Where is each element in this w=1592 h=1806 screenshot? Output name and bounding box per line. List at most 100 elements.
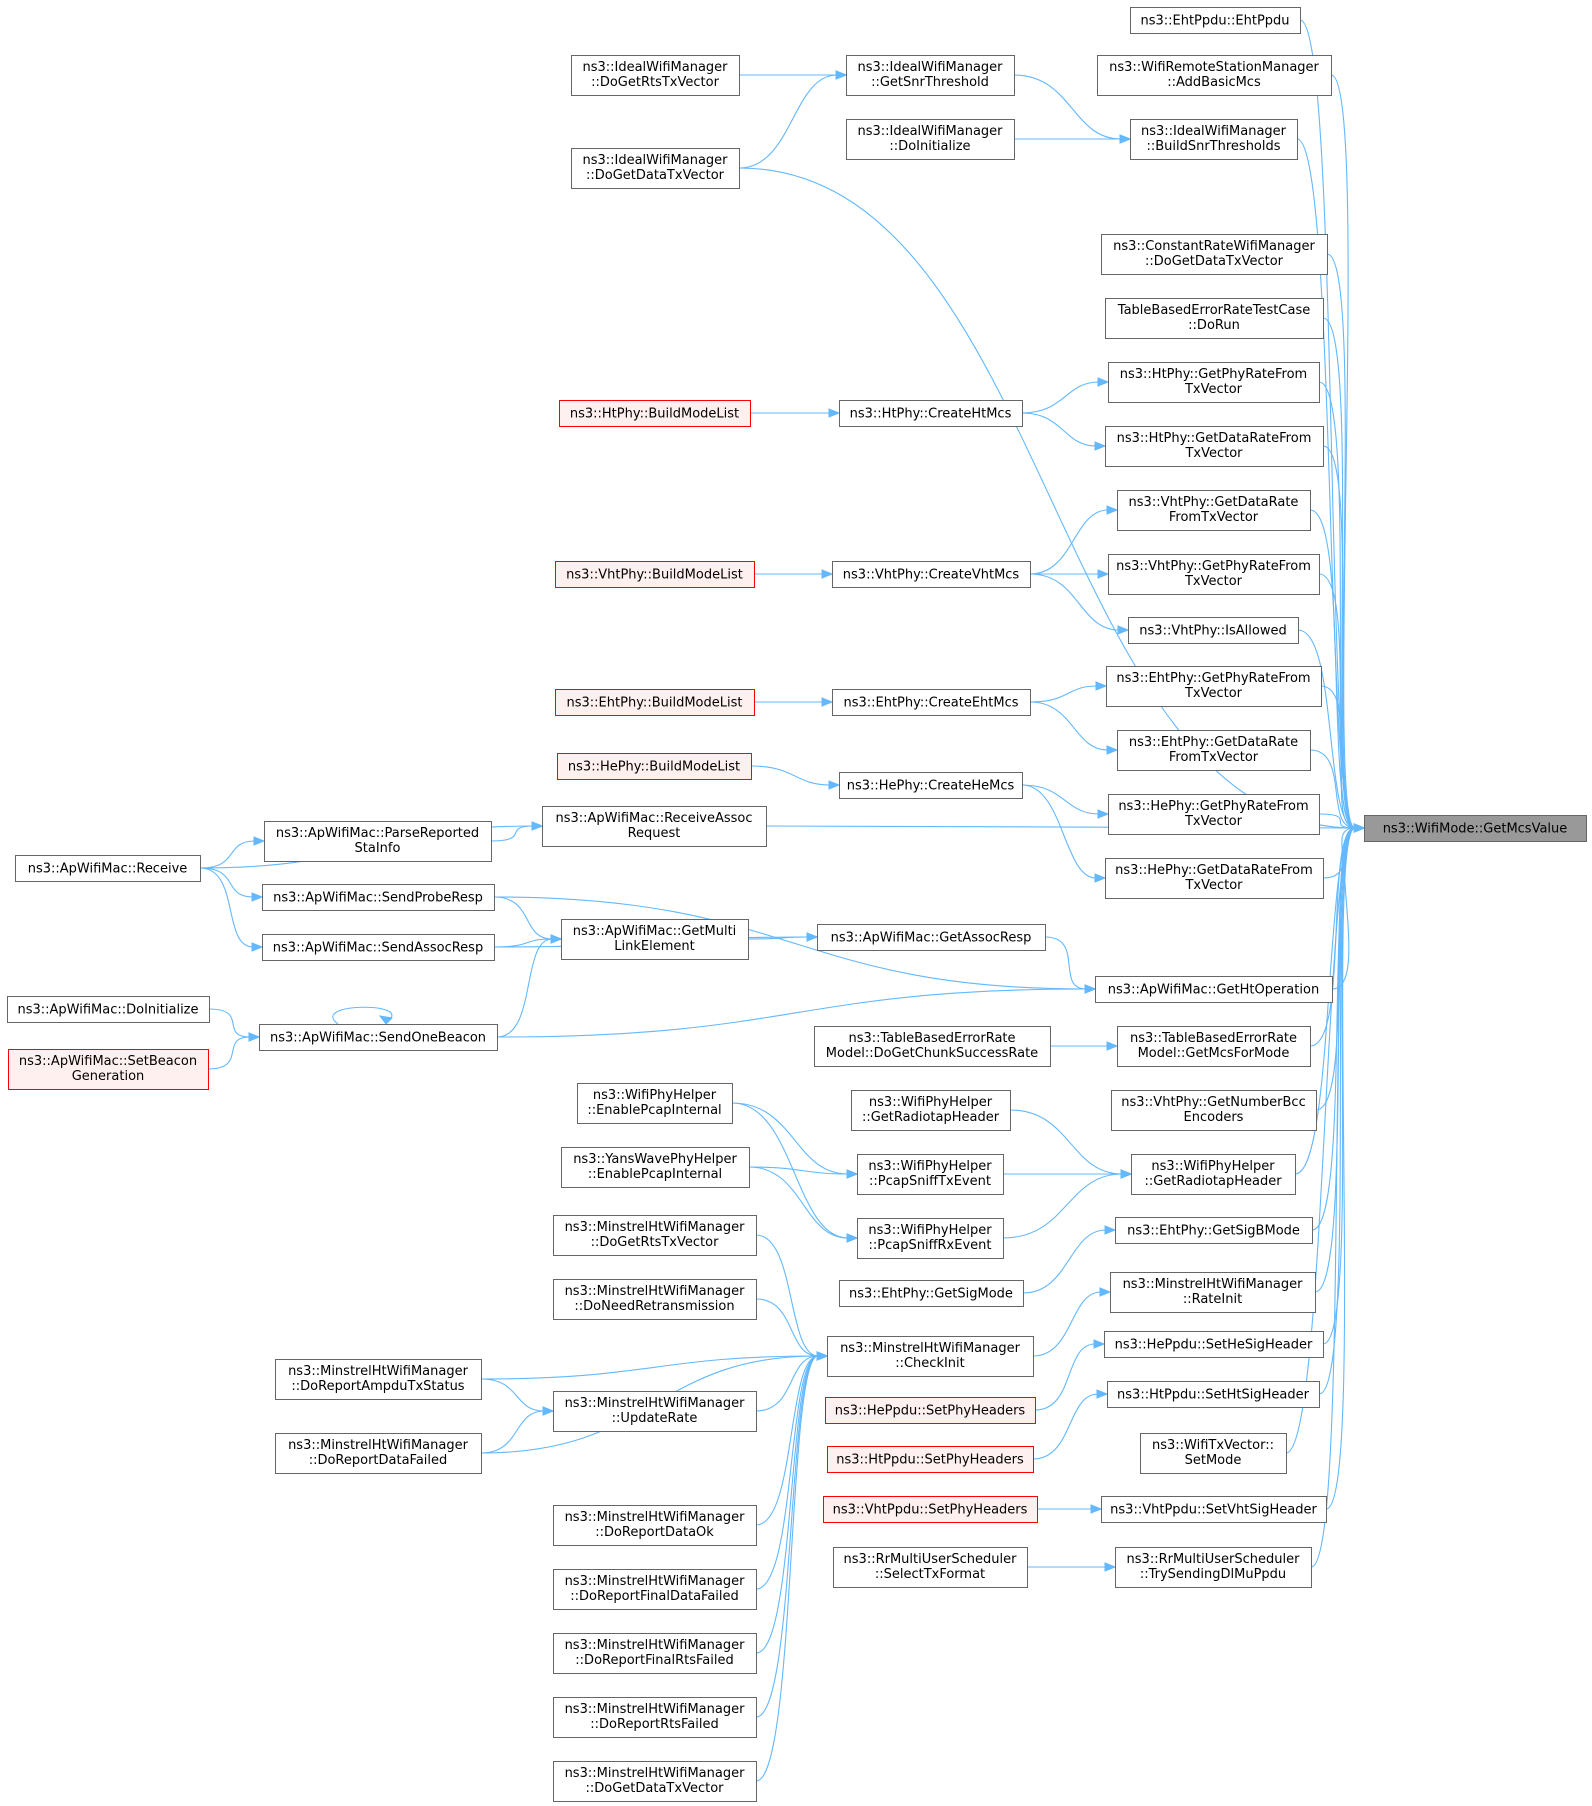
graph-node-m-datavec[interactable]: ns3::MinstrelHtWifiManager::DoGetDataTxV… (553, 1761, 757, 1802)
graph-node-htsig[interactable]: ns3::HtPpdu::SetHtSigHeader (1107, 1381, 1320, 1408)
node-box (1106, 666, 1322, 707)
graph-node-ehtsig[interactable]: ns3::EhtPhy::GetSigMode (839, 1280, 1024, 1307)
graph-node-ehtcreate[interactable]: ns3::EhtPhy::CreateEhtMcs (832, 689, 1031, 716)
node-label: ns3::WifiPhyHelper (869, 1095, 993, 1110)
node-box (553, 1569, 757, 1610)
node-label: ns3::HePpdu::SetHeSigHeader (1115, 1338, 1313, 1353)
call-edge (739, 70, 848, 80)
node-label: ns3::MinstrelHtWifiManager (1123, 1277, 1304, 1292)
call-edge (1022, 1225, 1117, 1294)
node-box (1130, 7, 1301, 34)
graph-node-m-update[interactable]: ns3::MinstrelHtWifiManager::UpdateRate (553, 1391, 757, 1432)
graph-node-idodatavec[interactable]: ns3::IdealWifiManager::DoGetDataTxVector (571, 148, 740, 189)
node-box (1131, 1154, 1296, 1195)
graph-node-gethtop[interactable]: ns3::ApWifiMac::GetHtOperation (1095, 976, 1333, 1003)
graph-node-m-finalrts[interactable]: ns3::MinstrelHtWifiManager::DoReportFina… (553, 1633, 757, 1674)
call-edge (1330, 74, 1366, 833)
graph-node-htcreate[interactable]: ns3::HtPhy::CreateHtMcs (839, 400, 1023, 427)
graph-node-tbtest[interactable]: TableBasedErrorRateTestCase::DoRun (1105, 298, 1324, 339)
graph-node-constrate[interactable]: ns3::ConstantRateWifiManager::DoGetDataT… (1101, 234, 1328, 275)
graph-node-checkinit[interactable]: ns3::MinstrelHtWifiManager::CheckInit (827, 1336, 1034, 1377)
graph-node-apdoinit[interactable]: ns3::ApWifiMac::DoInitialize (7, 996, 210, 1023)
graph-node-idortsvec[interactable]: ns3::IdealWifiManager::DoGetRtsTxVector (571, 55, 740, 96)
node-box (1108, 362, 1320, 403)
graph-node-m-ampdu[interactable]: ns3::MinstrelHtWifiManager::DoReportAmpd… (275, 1359, 482, 1400)
node-box (1110, 1272, 1316, 1313)
graph-node-hebuild[interactable]: ns3::HePhy::BuildModeList (557, 753, 752, 780)
graph-node-vhtcreate[interactable]: ns3::VhtPhy::CreateVhtMcs (832, 561, 1031, 588)
graph-node-root[interactable]: ns3::WifiMode::GetMcsValue (1364, 815, 1587, 842)
graph-node-idoinit[interactable]: ns3::IdealWifiManager::DoInitialize (846, 119, 1015, 160)
graph-node-rateinit[interactable]: ns3::MinstrelHtWifiManager::RateInit (1110, 1272, 1316, 1313)
graph-node-hephyhdr[interactable]: ns3::HePpdu::SetPhyHeaders (825, 1397, 1036, 1424)
graph-node-m-rtsfail[interactable]: ns3::MinstrelHtWifiManager::DoReportRtsF… (553, 1697, 757, 1738)
graph-node-vhtphyhdr[interactable]: ns3::VhtPpdu::SetPhyHeaders (823, 1496, 1038, 1523)
graph-node-enpcap[interactable]: ns3::WifiPhyHelper::EnablePcapInternal (577, 1083, 733, 1124)
node-label: ::DoGetDataTxVector (586, 1781, 725, 1796)
graph-node-m-dataok[interactable]: ns3::MinstrelHtWifiManager::DoReportData… (553, 1505, 757, 1546)
graph-node-htbuild[interactable]: ns3::HtPhy::BuildModeList (559, 400, 751, 427)
graph-node-sendassoc[interactable]: ns3::ApWifiMac::SendAssocResp (262, 934, 495, 961)
graph-node-sendprobe[interactable]: ns3::ApWifiMac::SendProbeResp (262, 884, 495, 911)
graph-node-m-finaldata[interactable]: ns3::MinstrelHtWifiManager::DoReportFina… (553, 1569, 757, 1610)
graph-node-radiotap-l[interactable]: ns3::WifiPhyHelper::GetRadiotapHeader (851, 1090, 1011, 1131)
graph-node-sendbeacon[interactable]: ns3::ApWifiMac::SendOneBeacon (259, 1024, 498, 1051)
graph-node-m-rts[interactable]: ns3::MinstrelHtWifiManager::DoGetRtsTxVe… (553, 1215, 757, 1256)
call-edge (749, 408, 841, 418)
graph-node-ehtsigb[interactable]: ns3::EhtPhy::GetSigBMode (1115, 1217, 1313, 1244)
graph-node-radiotap-r[interactable]: ns3::WifiPhyHelper::GetRadiotapHeader (1131, 1154, 1296, 1195)
graph-node-hecreate[interactable]: ns3::HePhy::CreateHeMcs (839, 772, 1023, 799)
node-box (1104, 1331, 1324, 1358)
node-box (833, 1547, 1028, 1588)
graph-node-hesig[interactable]: ns3::HePpdu::SetHeSigHeader (1104, 1331, 1324, 1358)
graph-node-m-needre[interactable]: ns3::MinstrelHtWifiManager::DoNeedRetran… (553, 1279, 757, 1320)
graph-node-ehtbuild[interactable]: ns3::EhtPhy::BuildModeList (555, 689, 755, 716)
graph-node-sniffTx[interactable]: ns3::WifiPhyHelper::PcapSniffTxEvent (857, 1154, 1004, 1195)
node-label: Model::GetMcsForMode (1138, 1046, 1290, 1061)
node-box (553, 1215, 757, 1256)
graph-node-selecttx[interactable]: ns3::RrMultiUserScheduler::SelectTxForma… (833, 1547, 1028, 1588)
call-edge (1037, 1504, 1103, 1514)
call-edge (1029, 573, 1130, 635)
node-box (1130, 119, 1298, 160)
node-label: ::SelectTxFormat (875, 1567, 985, 1582)
graph-node-m-datafail[interactable]: ns3::MinstrelHtWifiManager::DoReportData… (275, 1433, 482, 1474)
graph-node-tbmcs[interactable]: ns3::TableBasedErrorRateModel::GetMcsFor… (1117, 1026, 1311, 1067)
graph-node-trysend[interactable]: ns3::RrMultiUserScheduler::TrySendingDlM… (1115, 1547, 1312, 1588)
node-label: ns3::VhtPhy::CreateVhtMcs (843, 568, 1020, 583)
graph-node-vhtallowed[interactable]: ns3::VhtPhy::IsAllowed (1128, 617, 1299, 644)
graph-node-htphyhdr[interactable]: ns3::HtPpdu::SetPhyHeaders (827, 1446, 1034, 1473)
graph-node-receive[interactable]: ns3::ApWifiMac::Receive (15, 855, 201, 882)
node-label: ns3::IdealWifiManager (1141, 124, 1287, 139)
graph-node-sniffRx[interactable]: ns3::WifiPhyHelper::PcapSniffRxEvent (857, 1218, 1004, 1259)
graph-node-vhtbuild[interactable]: ns3::VhtPhy::BuildModeList (555, 561, 755, 588)
graph-node-getassoc[interactable]: ns3::ApWifiMac::GetAssocResp (817, 924, 1046, 951)
graph-node-eht-ppdu[interactable]: ns3::EhtPpdu::EhtPpdu (1130, 7, 1301, 34)
call-edge (755, 1351, 829, 1718)
node-box (1140, 1433, 1287, 1474)
graph-node-yanspcap[interactable]: ns3::YansWavePhyHelper::EnablePcapIntern… (561, 1147, 750, 1188)
node-label: ns3::ApWifiMac::ReceiveAssoc (555, 811, 752, 826)
graph-node-gst[interactable]: ns3::IdealWifiManager::GetSnrThreshold (846, 55, 1015, 96)
graph-node-tbchunk[interactable]: ns3::TableBasedErrorRateModel::DoGetChun… (814, 1026, 1051, 1067)
graph-node-addbasic[interactable]: ns3::WifiRemoteStationManager::AddBasicM… (1097, 55, 1332, 96)
graph-node-bst[interactable]: ns3::IdealWifiManager::BuildSnrThreshold… (1130, 119, 1298, 160)
node-label: Encoders (1184, 1110, 1244, 1125)
graph-node-txvecmode[interactable]: ns3::WifiTxVector::SetMode (1140, 1433, 1287, 1474)
call-edge (199, 867, 264, 902)
graph-node-vhtsig[interactable]: ns3::VhtPpdu::SetVhtSigHeader (1101, 1496, 1327, 1523)
node-label: ns3::VhtPpdu::SetPhyHeaders (833, 1503, 1028, 1518)
